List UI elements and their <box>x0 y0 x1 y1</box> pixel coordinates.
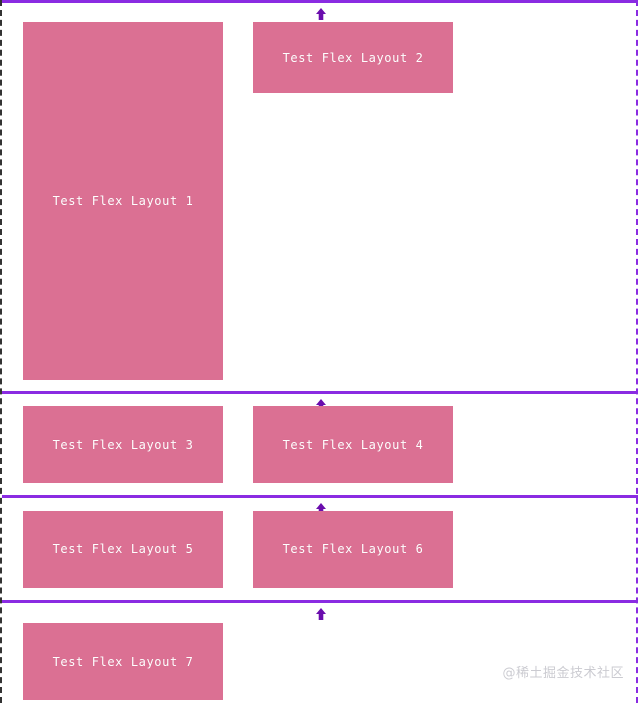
flex-box-4-label: Test Flex Layout 4 <box>282 437 424 452</box>
flex-row-2-inner: Test Flex Layout 3 Test Flex Layout 4 <box>2 394 638 495</box>
flex-box-7[interactable]: Test Flex Layout 7 <box>23 623 223 700</box>
flex-box-7-label: Test Flex Layout 7 <box>52 654 194 669</box>
flex-row-2: Test Flex Layout 3 Test Flex Layout 4 <box>2 391 638 495</box>
flex-row-4-inner: Test Flex Layout 7 <box>2 603 638 703</box>
flex-row-1: Test Flex Layout 1 Test Flex Layout 2 <box>2 0 638 391</box>
flex-box-5[interactable]: Test Flex Layout 5 <box>23 510 223 588</box>
flex-box-6[interactable]: Test Flex Layout 6 <box>253 510 453 588</box>
flex-box-6-label: Test Flex Layout 6 <box>282 542 424 556</box>
flex-box-4[interactable]: Test Flex Layout 4 <box>253 406 453 483</box>
flex-box-1[interactable]: Test Flex Layout 1 <box>23 22 223 380</box>
flex-box-2[interactable]: Test Flex Layout 2 <box>253 22 453 93</box>
flex-box-1-label: Test Flex Layout 1 <box>52 194 194 208</box>
flex-box-2-label: Test Flex Layout 2 <box>282 50 424 65</box>
flex-row-3-inner: Test Flex Layout 5 Test Flex Layout 6 <box>2 498 638 600</box>
flex-box-3[interactable]: Test Flex Layout 3 <box>23 406 223 483</box>
watermark: @稀土掘金技术社区 <box>502 666 624 681</box>
flex-row-1-inner: Test Flex Layout 1 Test Flex Layout 2 <box>2 3 638 391</box>
flex-row-4: Test Flex Layout 7 <box>2 600 638 703</box>
flex-box-5-label: Test Flex Layout 5 <box>52 542 194 556</box>
flex-row-3: Test Flex Layout 5 Test Flex Layout 6 <box>2 495 638 600</box>
flex-box-3-label: Test Flex Layout 3 <box>52 437 194 452</box>
